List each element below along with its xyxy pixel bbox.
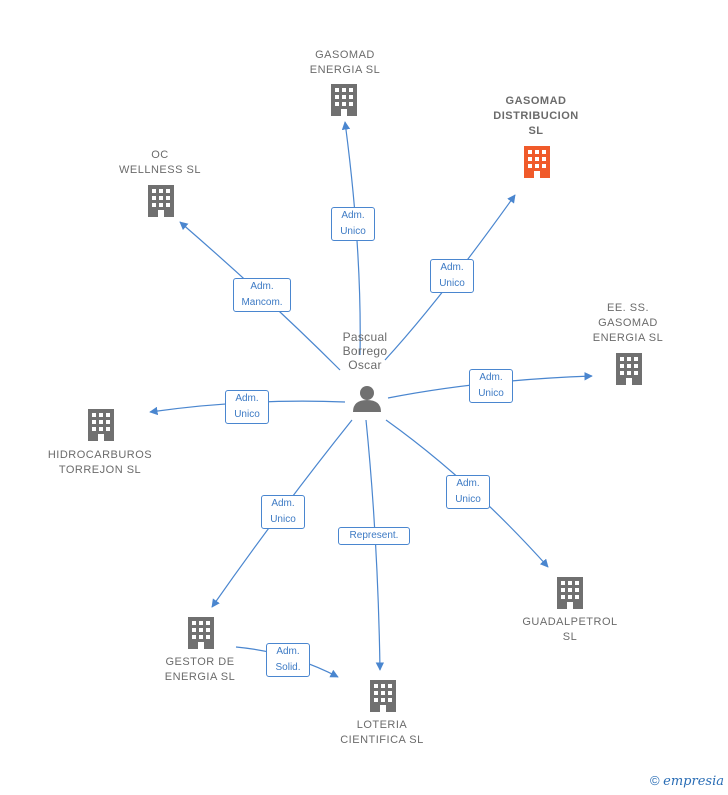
- relation-label: Adm. Unico: [446, 475, 490, 509]
- building-icon[interactable]: [370, 680, 396, 712]
- relation-label: Adm. Unico: [261, 495, 305, 529]
- company-label-gasomad-distribucion[interactable]: GASOMAD DISTRIBUCION SL: [493, 95, 579, 137]
- relation-label: Adm. Unico: [225, 390, 269, 424]
- company-label-gasomad-energia[interactable]: GASOMAD ENERGIA SL: [309, 49, 381, 76]
- building-icon[interactable]: [188, 617, 214, 649]
- relation-label: Adm. Unico: [331, 207, 375, 241]
- person-icon[interactable]: [353, 386, 381, 412]
- company-label-guadalpetrol[interactable]: GUADALPETROL SL: [522, 616, 618, 643]
- company-label-gestor[interactable]: GESTOR DE ENERGIA SL: [164, 656, 236, 683]
- company-label-loteria[interactable]: LOTERIA CIENTIFICA SL: [340, 719, 424, 746]
- person-name[interactable]: Pascual Borrego Oscar: [342, 330, 388, 372]
- copyright-icon: ©: [649, 773, 660, 788]
- building-icon[interactable]: [331, 84, 357, 116]
- relation-label: Adm. Solid.: [266, 643, 310, 677]
- relation-label: Adm. Unico: [430, 259, 474, 293]
- building-icon[interactable]: [88, 409, 114, 441]
- relation-label: Represent.: [338, 527, 410, 545]
- brand-logo: empresia: [663, 774, 724, 789]
- relation-label: Adm. Unico: [469, 369, 513, 403]
- edge-loteria: [365, 419, 385, 671]
- company-label-oc-wellness[interactable]: OC WELLNESS SL: [119, 149, 201, 176]
- company-label-ee-ss[interactable]: EE. SS. GASOMAD ENERGIA SL: [592, 302, 664, 344]
- company-label-hidrocarburos[interactable]: HIDROCARBUROS TORREJON SL: [47, 449, 153, 476]
- building-icon[interactable]: [148, 185, 174, 217]
- building-icon[interactable]: [616, 353, 642, 385]
- building-icon[interactable]: [557, 577, 583, 609]
- edge-gasomad-energia: [341, 121, 361, 356]
- relation-label: Adm. Mancom.: [233, 278, 291, 312]
- building-icon[interactable]: [524, 146, 550, 178]
- watermark: © empresia: [650, 773, 724, 789]
